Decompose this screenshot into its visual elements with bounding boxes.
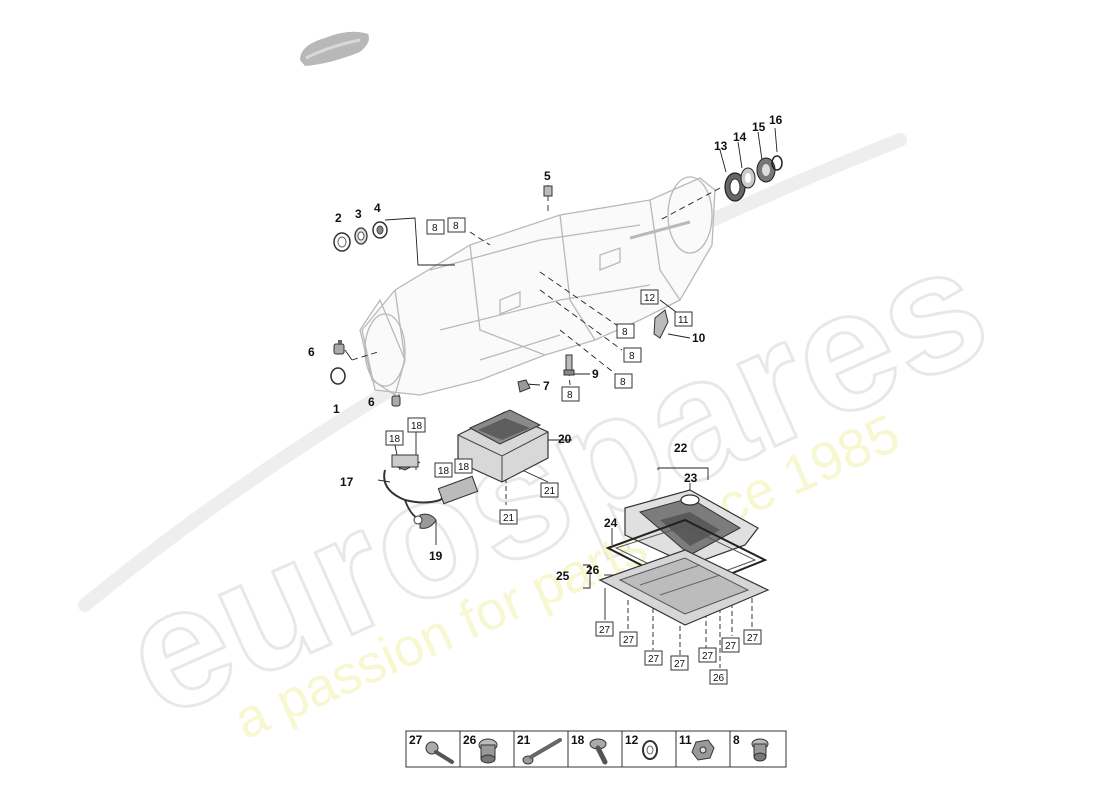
ref-box-27: 27	[702, 651, 714, 662]
ref-box-18: 18	[389, 434, 401, 445]
bolt-9	[564, 355, 574, 375]
callout-25: 25	[556, 569, 570, 583]
legend-num-11: 11	[679, 733, 692, 747]
ref-box-26: 26	[713, 673, 725, 684]
ref-box-8: 8	[622, 327, 628, 338]
legend-num-26: 26	[463, 733, 477, 747]
callout-14: 14	[733, 130, 747, 144]
callout-16: 16	[769, 113, 783, 127]
callout-1: 1	[333, 402, 340, 416]
callout-9: 9	[592, 367, 599, 381]
callout-6-lower: 6	[368, 395, 375, 409]
callout-17: 17	[340, 475, 354, 489]
callout-6-upper: 6	[308, 345, 315, 359]
ref-box-27: 27	[599, 625, 611, 636]
callout-4: 4	[374, 201, 381, 215]
sensor-6-lower	[392, 396, 400, 406]
callout-3: 3	[355, 207, 362, 221]
ref-box-18: 18	[458, 462, 470, 473]
ref-box-27: 27	[725, 641, 737, 652]
callout-23: 23	[684, 471, 698, 485]
callout-10: 10	[692, 331, 706, 345]
ref-box-12: 12	[644, 293, 656, 304]
ref-box-27: 27	[648, 654, 660, 665]
ref-box-27: 27	[623, 635, 635, 646]
o-ring-1	[331, 368, 345, 384]
ref-box-8: 8	[620, 377, 626, 388]
fastener-legend: 27 26 21 18 12 11 8	[406, 731, 786, 767]
callout-22: 22	[674, 441, 688, 455]
callout-13: 13	[714, 139, 728, 153]
callout-19: 19	[429, 549, 443, 563]
drain-plug-icon	[479, 739, 497, 763]
ref-box-21: 21	[544, 486, 556, 497]
legend-num-21: 21	[517, 733, 531, 747]
callout-26: 26	[586, 563, 600, 577]
ref-box-8: 8	[567, 390, 573, 401]
ref-box-8: 8	[432, 223, 438, 234]
ref-box-8: 8	[629, 351, 635, 362]
seal-ring-2	[334, 233, 350, 251]
ref-box-27: 27	[747, 633, 759, 644]
ref-box-21: 21	[503, 513, 515, 524]
o-ring-23	[681, 495, 699, 505]
callout-2: 2	[335, 211, 342, 225]
seal-ring-3	[355, 228, 367, 244]
legend-num-18: 18	[571, 733, 585, 747]
callout-20: 20	[558, 432, 572, 446]
plug-5	[544, 186, 552, 196]
sensor-6-upper	[334, 340, 344, 354]
ref-box-11: 11	[678, 315, 689, 326]
ref-box-8: 8	[453, 221, 459, 232]
callout-7: 7	[543, 379, 550, 393]
ref-box-18: 18	[411, 421, 423, 432]
ref-box-27: 27	[674, 659, 686, 670]
seal-ring-4	[373, 222, 387, 238]
ring-14	[741, 168, 755, 188]
nut-icon	[692, 740, 714, 760]
plug-icon	[752, 739, 768, 761]
callout-5: 5	[544, 169, 551, 183]
washer-icon	[643, 741, 657, 759]
callout-15: 15	[752, 120, 766, 134]
legend-num-27: 27	[409, 733, 423, 747]
legend-num-8: 8	[733, 733, 740, 747]
ref-box-18: 18	[438, 466, 450, 477]
callout-24: 24	[604, 516, 618, 530]
legend-num-12: 12	[625, 733, 639, 747]
car-silhouette-icon	[300, 32, 369, 66]
